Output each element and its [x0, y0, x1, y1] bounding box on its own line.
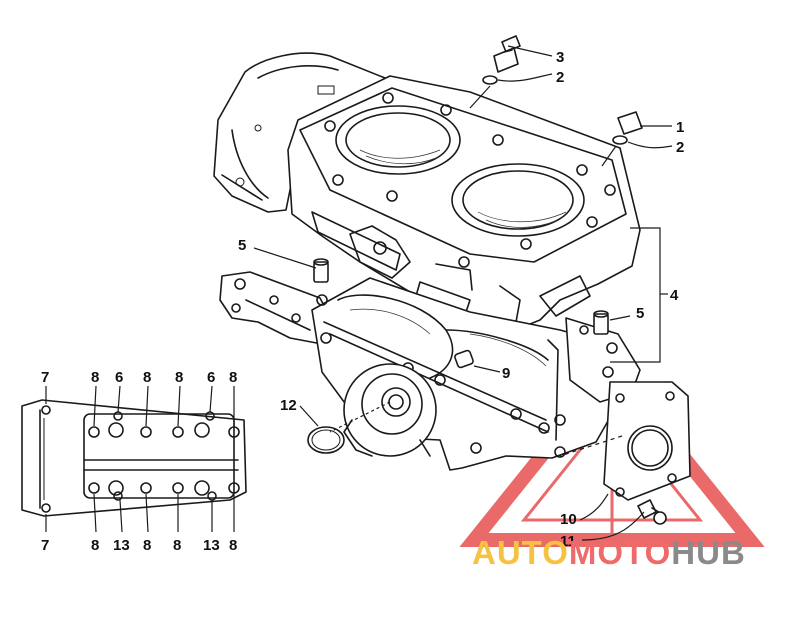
gasket-callout-top-6: 8: [229, 369, 237, 386]
gasket-callout-top-4: 8: [175, 369, 183, 386]
callout-2-right: 2: [676, 139, 684, 156]
watermark-text: AUTOMOTOHUB: [472, 534, 746, 571]
snap-ring-part: [307, 426, 345, 454]
watermark-brand: AUTOMOTOHUB: [472, 534, 746, 571]
dowel-pins: [313, 258, 609, 369]
gasket-callout-top-0: 7: [41, 369, 49, 386]
callout-labels: 3 2 1 2 4 5 5 9 12 10 11 7 8 6 8 8 6 8 7…: [41, 49, 684, 554]
callout-4: 4: [670, 287, 679, 304]
upper-crankcase: [213, 52, 641, 337]
gasket-callout-top-2: 6: [115, 369, 123, 386]
callout-10: 10: [560, 511, 577, 528]
gasket-callout-top-3: 8: [143, 369, 151, 386]
gasket-callout-bottom-2: 13: [113, 537, 130, 554]
gasket-callout-bottom-4: 8: [173, 537, 181, 554]
gasket-callout-bottom-6: 8: [229, 537, 237, 554]
watermark-hub: HUB: [671, 534, 746, 571]
gasket-callout-top-1: 8: [91, 369, 99, 386]
callout-5-right: 5: [636, 305, 644, 322]
plug-part-1: [612, 111, 643, 145]
leader-lines: [45, 45, 673, 541]
gasket-callout-bottom-0: 7: [41, 537, 49, 554]
gasket-callout-bottom-1: 8: [91, 537, 99, 554]
watermark-moto: MOTO: [569, 534, 671, 571]
callout-2-top: 2: [556, 69, 564, 86]
callout-11: 11: [560, 533, 576, 550]
plug-part-3: [482, 35, 521, 85]
callout-5-left: 5: [238, 237, 246, 254]
lower-crankcase: [219, 271, 641, 471]
callout-1: 1: [676, 119, 684, 136]
gasket-callout-bottom-3: 8: [143, 537, 151, 554]
end-plate-part: [603, 381, 691, 501]
base-gasket: [21, 399, 247, 517]
callout-3: 3: [556, 49, 564, 66]
watermark-auto: AUTO: [472, 534, 569, 571]
callout-9: 9: [502, 365, 510, 382]
gasket-callout-bottom-5: 13: [203, 537, 220, 554]
gasket-callout-top-5: 6: [207, 369, 215, 386]
callout-12: 12: [280, 397, 297, 414]
